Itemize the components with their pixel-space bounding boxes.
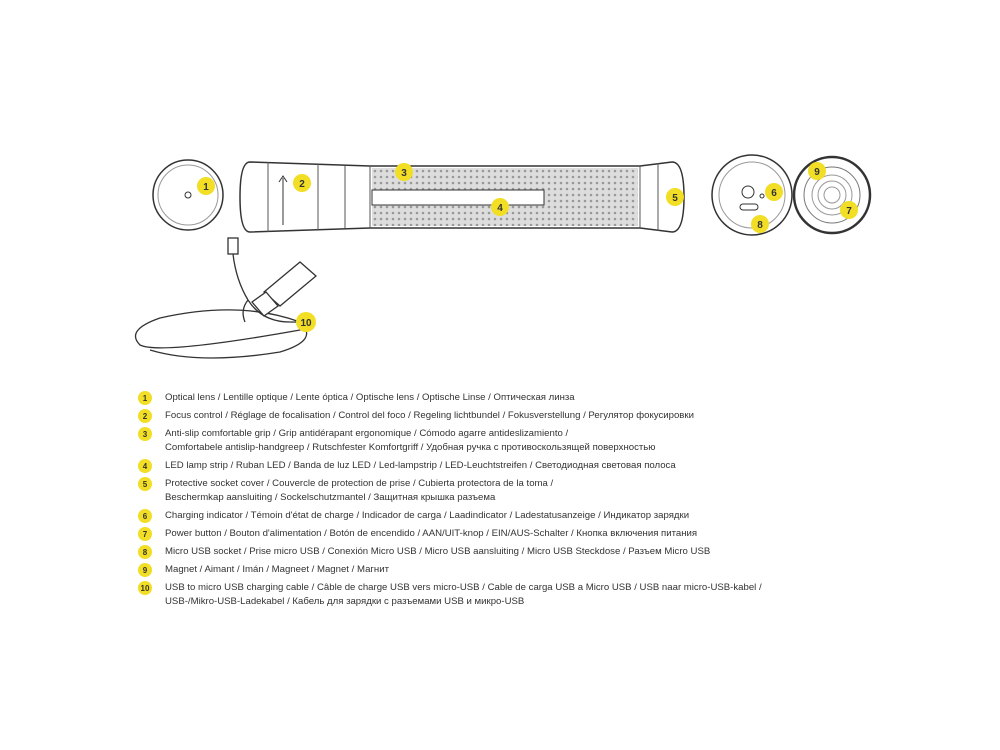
legend-text: Micro USB socket / Prise micro USB / Con… — [165, 545, 710, 559]
legend-item: 1 Optical lens / Lentille optique / Lente… — [138, 391, 762, 405]
legend-number-badge: 2 — [138, 409, 152, 423]
legend-text-line: Comfortabele antislip-handgreep / Rutsch… — [165, 442, 656, 453]
legend-text: Charging indicator / Témoin d'état de ch… — [165, 509, 689, 523]
svg-text:8: 8 — [757, 220, 763, 231]
svg-text:9: 9 — [814, 167, 820, 178]
legend-item: 9 Magnet / Aimant / Imán / Magneet / Magn… — [138, 563, 762, 577]
legend-number-badge: 6 — [138, 509, 152, 523]
legend-text-line: Protective socket cover / Couvercle de p… — [165, 478, 554, 489]
svg-text:2: 2 — [299, 179, 305, 190]
svg-text:10: 10 — [300, 318, 312, 329]
led-strip — [371, 189, 545, 206]
legend-text: USB to micro USB charging cable / Câble … — [165, 581, 762, 609]
legend-number-badge: 10 — [138, 581, 152, 595]
legend-item: 4 LED lamp strip / Ruban LED / Banda de l… — [138, 459, 762, 473]
legend-text: Focus control / Réglage de focalisation … — [165, 409, 694, 423]
optical-lens-view — [152, 159, 224, 231]
legend-number-badge: 8 — [138, 545, 152, 559]
svg-text:1: 1 — [203, 182, 209, 193]
legend-text-line: USB to micro USB charging cable / Câble … — [165, 582, 762, 593]
legend-number-badge: 3 — [138, 427, 152, 441]
callout-10: 10 — [296, 312, 316, 332]
legend-number-badge: 9 — [138, 563, 152, 577]
legend-item: 8 Micro USB socket / Prise micro USB / Co… — [138, 545, 762, 559]
legend-text: Power button / Bouton d'alimentation / B… — [165, 527, 697, 541]
callout-markers: 1 2 3 4 5 6 7 8 9 10 — [197, 162, 858, 332]
callout-7: 7 — [840, 201, 858, 219]
legend: 1 Optical lens / Lentille optique / Lente… — [138, 391, 762, 613]
legend-item: 5 Protective socket cover / Couvercle de … — [138, 477, 762, 505]
magnet-end-view — [792, 155, 872, 235]
legend-text-line: Micro USB socket / Prise micro USB / Con… — [165, 546, 711, 557]
legend-text-line: LED lamp strip / Ruban LED / Banda de lu… — [165, 460, 676, 471]
legend-text-line: Charging indicator / Témoin d'état de ch… — [165, 510, 690, 521]
legend-text: Optical lens / Lentille optique / Lente … — [165, 391, 575, 405]
usb-cable — [134, 237, 318, 359]
legend-item: 2 Focus control / Réglage de focalisation… — [138, 409, 762, 423]
svg-text:7: 7 — [846, 206, 852, 217]
callout-5: 5 — [666, 188, 684, 206]
legend-text-line: Beschermkap aansluiting / Sockelschutzma… — [165, 492, 496, 503]
legend-item: 3 Anti-slip comfortable grip / Grip antid… — [138, 427, 762, 455]
legend-number-badge: 4 — [138, 459, 152, 473]
legend-number-badge: 1 — [138, 391, 152, 405]
callout-1: 1 — [197, 177, 215, 195]
rear-cap-view — [711, 154, 793, 236]
legend-text-line: Anti-slip comfortable grip / Grip antidé… — [165, 428, 569, 439]
legend-item: 6 Charging indicator / Témoin d'état de c… — [138, 509, 762, 523]
callout-8: 8 — [751, 215, 769, 233]
callout-9: 9 — [808, 162, 826, 180]
legend-text: LED lamp strip / Ruban LED / Banda de lu… — [165, 459, 676, 473]
flashlight-body — [239, 161, 685, 233]
svg-text:4: 4 — [497, 203, 503, 214]
legend-text-line: Magnet / Aimant / Imán / Magneet / Magne… — [165, 564, 389, 575]
svg-text:6: 6 — [771, 188, 777, 199]
callout-6: 6 — [765, 183, 783, 201]
legend-text: Protective socket cover / Couvercle de p… — [165, 477, 553, 505]
callout-4: 4 — [491, 198, 509, 216]
legend-text-line: Power button / Bouton d'alimentation / B… — [165, 528, 698, 539]
svg-text:5: 5 — [672, 193, 678, 204]
svg-text:3: 3 — [401, 168, 407, 179]
legend-item: 10 USB to micro USB charging cable / Câbl… — [138, 581, 762, 609]
legend-number-badge: 7 — [138, 527, 152, 541]
legend-text-line: USB-/Mikro-USB-Ladekabel / Кабель для за… — [165, 596, 525, 607]
legend-text-line: Focus control / Réglage de focalisation … — [165, 410, 694, 421]
legend-text: Magnet / Aimant / Imán / Magneet / Magne… — [165, 563, 389, 577]
legend-number-badge: 5 — [138, 477, 152, 491]
callout-3: 3 — [395, 163, 413, 181]
callout-2: 2 — [293, 174, 311, 192]
legend-item: 7 Power button / Bouton d'alimentation / … — [138, 527, 762, 541]
legend-text: Anti-slip comfortable grip / Grip antidé… — [165, 427, 655, 455]
legend-text-line: Optical lens / Lentille optique / Lente … — [165, 392, 575, 403]
